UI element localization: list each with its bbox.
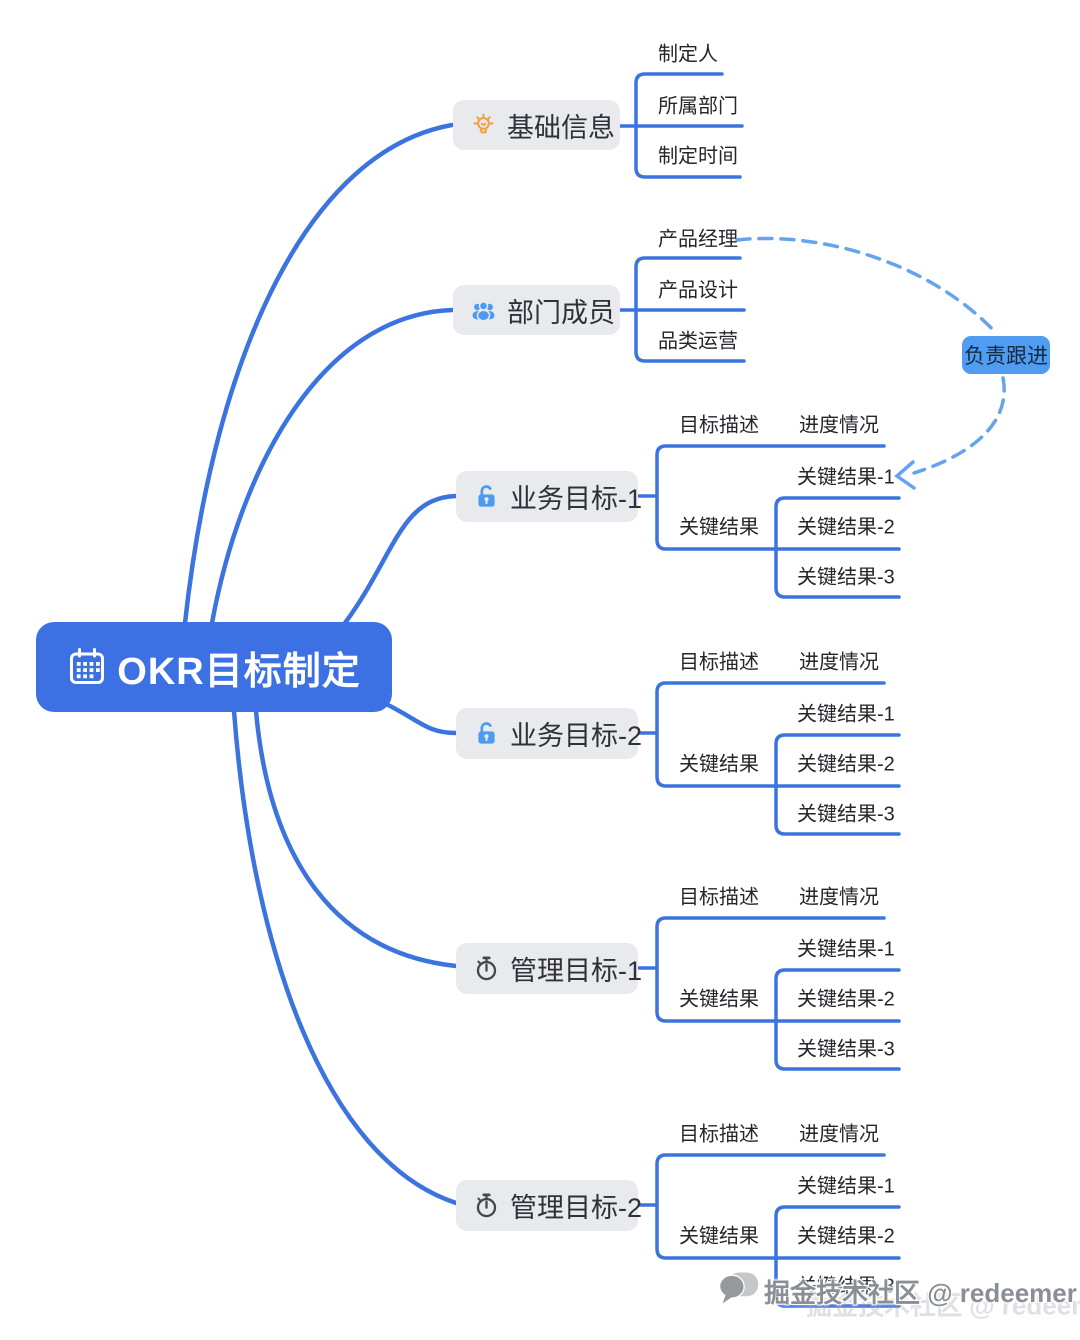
leaf-kr-1[interactable]: 关键结果-1 (797, 466, 895, 489)
callout-follow-up[interactable]: 负责跟进 (962, 336, 1050, 374)
branch-node-biz-goal-2[interactable]: 业务目标-2 (456, 708, 642, 759)
leaf-kr-1[interactable]: 关键结果-1 (797, 1175, 895, 1198)
leaf-creator[interactable]: 制定人 (658, 43, 718, 66)
leaf-kr-label[interactable]: 关键结果 (679, 516, 759, 539)
branch-label: 管理目标-1 (510, 956, 643, 986)
curve-to-mgmt-goal-2 (231, 708, 459, 1206)
leaf-department[interactable]: 所属部门 (658, 95, 738, 118)
leaf-goal-desc[interactable]: 目标描述 (679, 414, 759, 437)
leaf-kr-1[interactable]: 关键结果-1 (797, 703, 895, 726)
leaf-progress[interactable]: 进度情况 (799, 414, 879, 437)
branch-node-biz-goal-1[interactable]: 业务目标-1 (456, 471, 642, 522)
stopwatch-icon (476, 1193, 497, 1218)
leaf-kr-2[interactable]: 关键结果-2 (797, 988, 895, 1011)
branch-label: 部门成员 (507, 297, 615, 328)
curve-to-basic-info (182, 122, 455, 626)
curve-to-mgmt-goal-1 (253, 708, 459, 969)
branch-label: 业务目标-1 (510, 484, 643, 514)
leaf-kr-label[interactable]: 关键结果 (679, 753, 759, 776)
leaf-product-design[interactable]: 产品设计 (658, 279, 738, 302)
arrowhead (894, 460, 916, 490)
lock-icon (478, 485, 495, 507)
branch-node-members[interactable]: 部门成员 (453, 285, 620, 335)
branch-label: 管理目标-2 (510, 1193, 643, 1223)
dashed-curve-bottom (912, 376, 1006, 475)
watermark-ghost-text: 掘金技术社区 @ redeemer (806, 1290, 1080, 1321)
leaf-goal-desc[interactable]: 目标描述 (679, 1123, 759, 1146)
leaf-goal-desc[interactable]: 目标描述 (679, 651, 759, 674)
leaf-kr-2[interactable]: 关键结果-2 (797, 753, 895, 776)
watermark-text: 掘金技术社区 @ redeemer (764, 1277, 1077, 1308)
leaf-kr-3[interactable]: 关键结果-3 (797, 803, 895, 826)
curve-to-biz-goal-1 (342, 493, 459, 626)
calendar-icon (70, 648, 105, 684)
leaf-goal-desc[interactable]: 目标描述 (679, 886, 759, 909)
dashed-curve-top (735, 236, 999, 336)
stopwatch-icon (476, 956, 497, 981)
leaf-progress[interactable]: 进度情况 (799, 651, 879, 674)
leaf-kr-2[interactable]: 关键结果-2 (797, 516, 895, 539)
leaf-kr-3[interactable]: 关键结果-3 (797, 1038, 895, 1061)
chat-bubble-icon (718, 1272, 759, 1307)
people-icon (472, 300, 495, 321)
leaf-kr-1[interactable]: 关键结果-1 (797, 938, 895, 961)
leaf-kr-label[interactable]: 关键结果 (679, 988, 759, 1011)
watermark: 掘金技术社区 @ redeemer (716, 1270, 1077, 1312)
leaf-product-manager[interactable]: 产品经理 (658, 228, 738, 251)
leaf-create-time[interactable]: 制定时间 (658, 145, 738, 168)
root-node-okr[interactable]: OKR目标制定 (36, 622, 392, 712)
leaf-progress[interactable]: 进度情况 (799, 1123, 879, 1146)
leaf-kr-3[interactable]: 关键结果-3 (797, 1275, 895, 1298)
leaf-kr-2[interactable]: 关键结果-2 (797, 1225, 895, 1248)
curve-to-biz-goal-2 (379, 699, 459, 736)
callout-label: 负责跟进 (964, 345, 1048, 368)
branch-node-mgmt-goal-1[interactable]: 管理目标-1 (456, 943, 642, 994)
lightbulb-icon (473, 113, 494, 133)
branch-label: 业务目标-2 (510, 721, 643, 751)
leaf-kr-label[interactable]: 关键结果 (679, 1225, 759, 1248)
root-label: OKR目标制定 (117, 650, 361, 693)
lock-icon (478, 722, 495, 744)
leaf-progress[interactable]: 进度情况 (799, 886, 879, 909)
branch-node-basic-info[interactable]: 基础信息 (453, 100, 620, 150)
leaf-category-operation[interactable]: 品类运营 (658, 330, 738, 353)
branch-label: 基础信息 (507, 112, 615, 143)
leaf-kr-3[interactable]: 关键结果-3 (797, 566, 895, 589)
branch-node-mgmt-goal-2[interactable]: 管理目标-2 (456, 1180, 642, 1231)
curve-to-members (209, 307, 455, 626)
